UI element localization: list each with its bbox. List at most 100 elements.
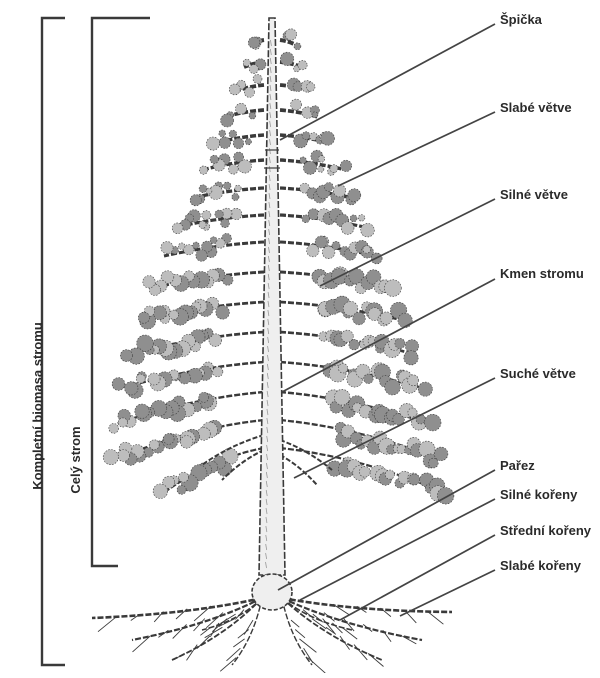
rootlet bbox=[197, 636, 210, 649]
foliage-clump bbox=[303, 161, 316, 174]
rootlet bbox=[295, 630, 305, 638]
label-dry-branches: Suché větve bbox=[500, 366, 576, 382]
label-strong-roots: Silné kořeny bbox=[500, 487, 577, 503]
foliage-clump bbox=[193, 242, 200, 249]
leader-strong-branches bbox=[320, 199, 495, 286]
foliage-clump bbox=[199, 185, 207, 193]
foliage-clump bbox=[364, 374, 374, 384]
foliage-clump bbox=[163, 434, 174, 445]
rootlet bbox=[233, 639, 244, 647]
root bbox=[172, 598, 262, 660]
rootlet bbox=[174, 653, 184, 659]
foliage-clump bbox=[103, 450, 118, 465]
foliage-clump bbox=[249, 65, 258, 74]
total-biomass-label: Kompletní biomasa stromu bbox=[30, 306, 46, 506]
foliage-clump bbox=[385, 280, 402, 297]
foliage-clump bbox=[395, 338, 405, 348]
rootlet bbox=[324, 613, 335, 622]
foliage-clump bbox=[210, 237, 217, 244]
foliage-clump bbox=[385, 379, 401, 395]
biomass-brackets bbox=[42, 18, 150, 665]
foliage-clump bbox=[229, 84, 240, 95]
rootlet bbox=[227, 648, 241, 661]
foliage-clump bbox=[324, 183, 333, 192]
root bbox=[132, 598, 262, 640]
foliage-clump bbox=[202, 211, 211, 220]
label-tip: Špička bbox=[500, 12, 542, 28]
stump bbox=[252, 574, 292, 610]
foliage-clump bbox=[363, 246, 371, 254]
foliage-clump bbox=[380, 312, 392, 324]
foliage-clump bbox=[315, 236, 327, 248]
foliage-clump bbox=[120, 350, 132, 362]
branch bbox=[280, 40, 294, 44]
label-weak-roots: Slabé kořeny bbox=[500, 558, 581, 574]
foliage-clump bbox=[143, 276, 155, 288]
foliage-clump bbox=[338, 364, 347, 373]
foliage-clump bbox=[178, 243, 185, 250]
foliage-clump bbox=[312, 112, 318, 118]
foliage-clump bbox=[333, 185, 345, 197]
foliage-clump bbox=[294, 43, 301, 50]
rootlet bbox=[428, 612, 443, 624]
foliage-clump bbox=[330, 165, 338, 173]
rootlet bbox=[383, 630, 391, 642]
foliage-clump bbox=[359, 466, 370, 477]
foliage-clump bbox=[177, 485, 186, 494]
foliage-clump bbox=[418, 382, 432, 396]
foliage-clump bbox=[206, 137, 219, 150]
rootlet bbox=[308, 658, 326, 673]
foliage-clump bbox=[232, 193, 239, 200]
foliage-clump bbox=[318, 156, 325, 163]
foliage-clump bbox=[306, 83, 315, 92]
foliage-clump bbox=[138, 312, 149, 323]
root bbox=[92, 598, 262, 618]
foliage-clump bbox=[361, 223, 375, 237]
foliage-clump bbox=[253, 74, 262, 83]
foliage-clump bbox=[235, 185, 241, 191]
foliage-clump bbox=[285, 29, 296, 40]
rootlet bbox=[173, 624, 187, 638]
foliage-clump bbox=[109, 424, 119, 434]
foliage-clump bbox=[223, 182, 231, 190]
label-stump: Pařez bbox=[500, 458, 535, 474]
foliage-clump bbox=[341, 222, 354, 235]
foliage-clump bbox=[179, 372, 191, 384]
foliage-clump bbox=[334, 389, 350, 405]
foliage-clump bbox=[125, 382, 138, 395]
foliage-clump bbox=[298, 60, 307, 69]
foliage-clump bbox=[179, 472, 189, 482]
foliage-clump bbox=[321, 132, 335, 146]
foliage-clump bbox=[280, 52, 293, 65]
root bbox=[232, 598, 262, 665]
label-weak-branches: Slabé větve bbox=[500, 100, 572, 116]
foliage-clump bbox=[148, 373, 160, 385]
rootlet bbox=[238, 630, 249, 639]
foliage-clump bbox=[199, 221, 206, 228]
foliage-clump bbox=[353, 312, 366, 325]
leader-stump bbox=[278, 470, 495, 590]
foliage-clump bbox=[199, 166, 207, 174]
foliage-clump bbox=[302, 132, 310, 140]
foliage-clump bbox=[349, 340, 359, 350]
rootlet bbox=[340, 636, 350, 650]
foliage-clump bbox=[136, 374, 145, 383]
rootlet bbox=[235, 610, 244, 620]
foliage-clump bbox=[229, 130, 237, 138]
foliage-clump bbox=[291, 99, 302, 110]
foliage-clump bbox=[216, 306, 230, 320]
foliage-clump bbox=[437, 488, 454, 505]
foliage-clump bbox=[228, 164, 238, 174]
foliage-clump bbox=[434, 447, 448, 461]
foliage-clump bbox=[318, 166, 324, 172]
foliage-clump bbox=[348, 189, 361, 202]
foliage-clump bbox=[172, 223, 183, 234]
rootlet bbox=[98, 617, 116, 632]
foliage-clump bbox=[190, 195, 201, 206]
foliage-clump bbox=[350, 215, 357, 222]
foliage-clump bbox=[300, 157, 307, 164]
foliage-clump bbox=[332, 241, 340, 249]
foliage-clump bbox=[234, 152, 244, 162]
foliage-clump bbox=[135, 404, 149, 418]
